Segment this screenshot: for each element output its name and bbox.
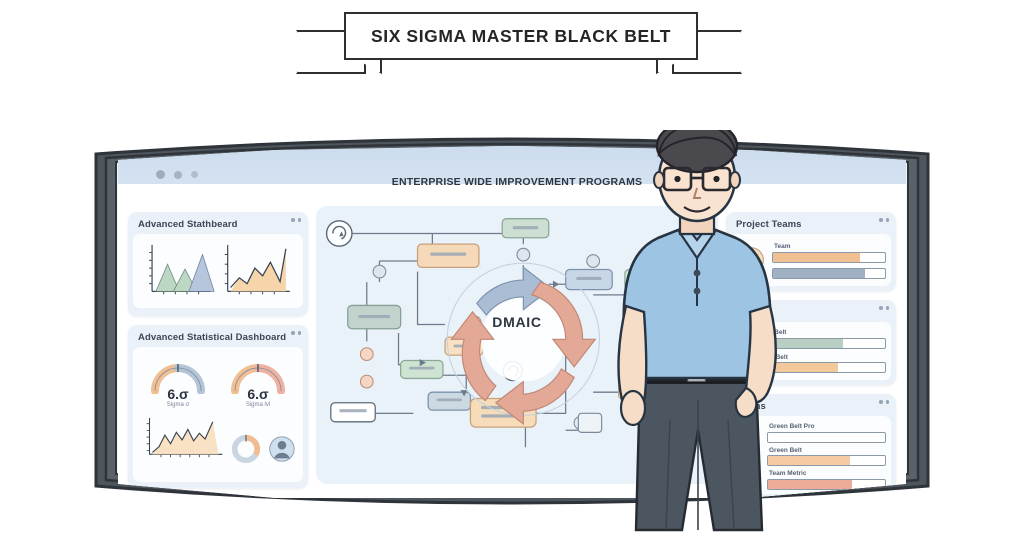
line-area-chart bbox=[146, 417, 223, 458]
window-dot-1[interactable] bbox=[156, 170, 165, 179]
card-menu-dots[interactable] bbox=[879, 400, 889, 404]
progress-fill bbox=[768, 456, 850, 465]
monitor: Advanced Stathbeard bbox=[88, 128, 936, 518]
banner-title: SIX SIGMA MASTER BLACK BELT bbox=[370, 25, 672, 46]
bar-label: Team Metric bbox=[769, 470, 807, 477]
instructor-figure bbox=[617, 130, 777, 532]
card-menu-dots[interactable] bbox=[291, 331, 301, 335]
title-ribbon: SIX SIGMA MASTER BLACK BELT bbox=[296, 8, 742, 74]
dmaic-cycle bbox=[446, 262, 601, 426]
gauge-sigma-1: 6.σ Sigma σ bbox=[148, 354, 208, 408]
progress-bar[interactable] bbox=[767, 478, 886, 490]
card-title: Advanced Statistical Dashboard bbox=[138, 332, 287, 343]
left-eye bbox=[674, 175, 681, 183]
left-column: Advanced Stathbeard bbox=[128, 190, 308, 488]
progress-bar[interactable] bbox=[767, 431, 886, 443]
progress-bar[interactable] bbox=[767, 455, 886, 466]
donut-chart bbox=[232, 434, 261, 464]
bar-label: Green Belt Pro bbox=[769, 423, 815, 430]
card-menu-dots[interactable] bbox=[291, 218, 301, 222]
card-content: 6.σ Sigma σ bbox=[133, 347, 303, 482]
process-flow-diagram bbox=[325, 218, 670, 448]
gauge-caption: Sigma σ bbox=[166, 402, 190, 408]
gauge-value: 6.σ bbox=[167, 386, 189, 402]
left-hand bbox=[619, 389, 647, 427]
bar-label: Team bbox=[774, 243, 791, 251]
window-dot-3[interactable] bbox=[191, 171, 198, 178]
card-advanced-stathbeard[interactable]: Advanced Stathbeard bbox=[128, 212, 308, 316]
progress-fill bbox=[773, 252, 861, 262]
progress-fill bbox=[754, 338, 844, 348]
avatar-circle-icon bbox=[269, 436, 295, 462]
right-hand bbox=[734, 386, 758, 418]
gauge-sigma-2: 6.σ Sigma lvl bbox=[228, 354, 288, 408]
gauge-caption: Sigma lvl bbox=[245, 402, 271, 408]
mouth bbox=[683, 206, 711, 213]
card-title: Advanced Stathbeard bbox=[138, 219, 238, 230]
window-controls[interactable] bbox=[156, 170, 198, 179]
card-menu-dots[interactable] bbox=[879, 218, 889, 222]
card-advanced-statistical-dashboard[interactable]: Advanced Statistical Dashboard bbox=[128, 325, 308, 488]
progress-list: Green Belt Pro Green Belt Team Metric bbox=[767, 421, 886, 490]
bar-label: Green Belt bbox=[769, 446, 802, 454]
progress-fill bbox=[754, 363, 838, 372]
center-panel-title: ENTERPRISE WIDE IMPROVEMENT PROGRAMS bbox=[391, 176, 643, 188]
gauge-value: 6.σ bbox=[247, 386, 269, 402]
gauge-row: 6.σ Sigma σ bbox=[138, 354, 298, 408]
gauge-arc-icon bbox=[231, 364, 285, 395]
progress-fill bbox=[768, 479, 853, 489]
card-content bbox=[133, 234, 303, 308]
widget-row bbox=[138, 412, 298, 466]
right-arm bbox=[744, 304, 777, 404]
card-menu-dots[interactable] bbox=[879, 306, 889, 310]
progress-bar[interactable] bbox=[772, 267, 886, 279]
card-sprints[interactable]: Sprints Black Belt Green Belt bbox=[726, 300, 896, 385]
window-dot-2[interactable] bbox=[174, 171, 182, 179]
dmaic-cycle-label: DMAIC bbox=[492, 314, 542, 330]
card-title: Project Teams bbox=[736, 219, 802, 230]
mountain-area-chart bbox=[149, 244, 290, 295]
right-eye bbox=[713, 175, 720, 183]
ribbon-banner: SIX SIGMA MASTER BLACK BELT bbox=[344, 12, 698, 60]
progress-fill bbox=[773, 268, 865, 278]
gauge-arc-icon bbox=[151, 364, 205, 395]
progress-bar[interactable] bbox=[772, 251, 886, 263]
monitor-screen: Advanced Stathbeard bbox=[118, 146, 906, 498]
progress-list: Team bbox=[772, 241, 886, 279]
